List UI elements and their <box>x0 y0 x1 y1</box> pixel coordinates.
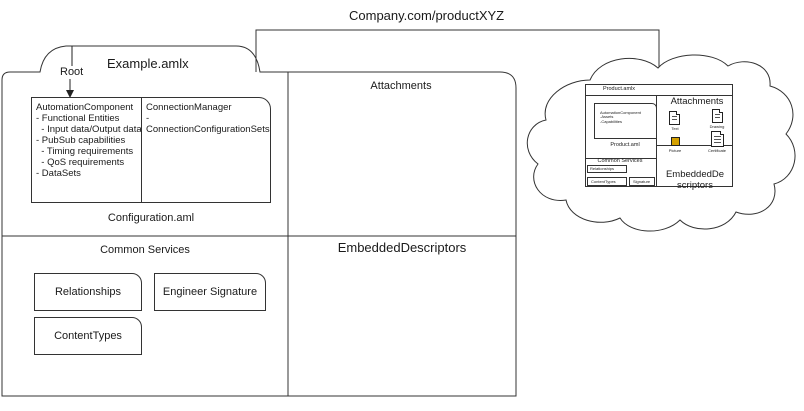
connection-line: - <box>146 112 150 124</box>
cloud-relationships-label: Relationships <box>590 166 615 171</box>
document-icon-label: Drawing <box>709 124 725 129</box>
folder-icon <box>671 137 680 146</box>
cloud-product-line: -Assets <box>600 114 614 120</box>
connection-line: ConnectionConfigurationSets <box>146 123 270 135</box>
content-types-tab-label: ContentTypes <box>54 330 122 342</box>
cloud-vertical-divider <box>656 95 657 187</box>
cloud-title: Product.amlx <box>602 86 636 92</box>
document-icon <box>712 109 723 123</box>
package-title: Example.amlx <box>107 56 189 71</box>
engineer-signature-tab-label: Engineer Signature <box>162 286 258 298</box>
automation-component-list: AutomationComponent - Functional Entitie… <box>36 102 142 179</box>
link-url-label[interactable]: Company.com/productXYZ <box>349 8 505 23</box>
cloud-horizontal-divider-right <box>656 145 733 146</box>
document-icon <box>711 131 724 147</box>
automation-line: - Input data/Output data <box>36 123 142 135</box>
cloud-content-types-label: ContentTypes <box>591 179 616 184</box>
cloud-horizontal-divider-left <box>586 158 656 159</box>
link-connector <box>255 29 663 85</box>
relationships-tab-label: Relationships <box>54 286 122 298</box>
embedded-descriptors-label: EmbeddedDescriptors <box>337 240 467 255</box>
automation-line: - DataSets <box>36 167 81 179</box>
configuration-box[interactable]: AutomationComponent - Functional Entitie… <box>31 97 271 203</box>
cloud-product-list: AutomationComponent -Assets -Capabilitie… <box>600 110 641 124</box>
cloud-signature-box: Signature <box>629 177 655 186</box>
cloud-relationships-box: Relationships <box>587 165 627 173</box>
automation-line: - Functional Entities <box>36 112 120 124</box>
package-folder-outline <box>1 45 517 397</box>
cloud-common-services-label: Common Services <box>597 158 643 164</box>
cloud-embedded-label: EmbeddedDescriptors <box>665 169 725 192</box>
relationships-tab[interactable]: Relationships <box>34 273 142 311</box>
config-column-divider <box>141 98 142 202</box>
document-icon-label: Certificate <box>707 148 727 153</box>
engineer-signature-tab[interactable]: Engineer Signature <box>154 273 266 311</box>
document-icon-label: Text <box>671 126 679 131</box>
cloud-content-types-box: ContentTypes <box>587 177 627 186</box>
connection-manager-list: ConnectionManager - ConnectionConfigurat… <box>146 102 270 136</box>
root-label: Root <box>59 66 85 79</box>
cloud-top-divider <box>586 95 733 96</box>
common-services-label: Common Services <box>100 244 190 256</box>
configuration-caption: Configuration.aml <box>107 212 195 224</box>
document-icon <box>669 111 680 125</box>
cloud-product-box: AutomationComponent -Assets -Capabilitie… <box>594 103 657 139</box>
automation-line: - Timing requirements <box>36 145 134 157</box>
cloud-product-line: AutomationComponent <box>600 110 641 115</box>
automation-line: - PubSub capabilities <box>36 134 126 146</box>
attachments-label: Attachments <box>370 80 432 92</box>
folder-icon-label: Picture <box>668 148 682 153</box>
cloud-signature-label: Signature <box>633 179 651 184</box>
automation-line: - QoS requirements <box>36 156 125 168</box>
connection-line: ConnectionManager <box>146 102 232 113</box>
cloud-product-caption: Product.aml <box>610 142 640 148</box>
cloud-product-line: -Capabilities <box>600 118 623 124</box>
content-types-tab[interactable]: ContentTypes <box>34 317 142 355</box>
automation-line: AutomationComponent <box>36 102 134 113</box>
cloud-attachments-label: Attachments <box>670 96 724 107</box>
